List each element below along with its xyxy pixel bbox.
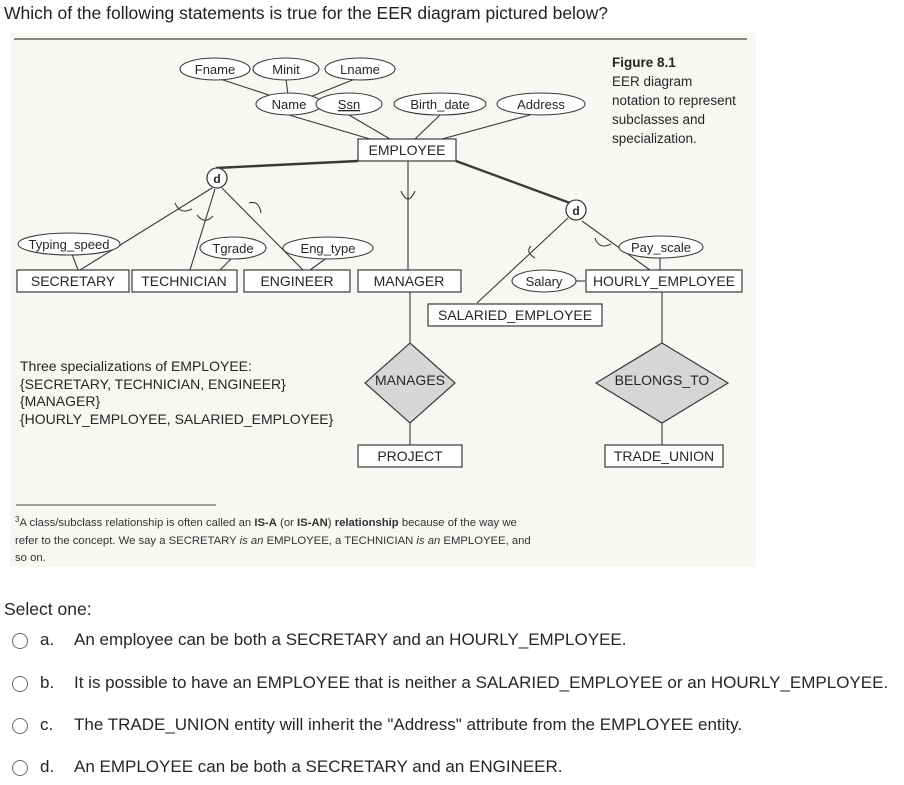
figure-caption-line: specialization. <box>612 131 697 146</box>
option-text[interactable]: An EMPLOYEE can be both a SECRETARY and … <box>74 757 563 776</box>
entity-technician: TECHNICIAN <box>141 273 227 289</box>
attr-salary: Salary <box>526 274 563 289</box>
attr-ssn: Ssn <box>338 97 360 112</box>
attr-minit-oval <box>252 57 320 81</box>
relationship-belongs-to-diamond <box>594 342 730 424</box>
attr-lname: Lname <box>340 62 380 77</box>
disjoint-circle-right <box>565 199 587 221</box>
entity-hourly-employee: HOURLY_EMPLOYEE <box>593 273 735 289</box>
entity-secretary-box <box>16 269 130 293</box>
radio-button-c[interactable] <box>12 718 28 734</box>
attr-ssn-oval <box>315 92 383 116</box>
select-one-label: Select one: <box>4 599 92 619</box>
footnote-line-2: refer to the concept. We say a SECRETARY… <box>15 535 531 547</box>
entity-hourly-employee-box <box>585 269 743 293</box>
relationship-manages: MANAGES <box>375 372 445 388</box>
attr-fname: Fname <box>195 62 235 77</box>
attr-eng-type: Eng_type <box>301 241 356 256</box>
specializations-note-line: {SECRETARY, TECHNICIAN, ENGINEER} <box>20 376 286 392</box>
attr-pay-scale-oval <box>618 235 704 259</box>
figure-caption-line: notation to represent <box>612 93 736 108</box>
attr-minit: Minit <box>272 62 300 77</box>
entity-salaried-employee-box <box>427 303 603 327</box>
figure-caption-title: Figure 8.1 <box>612 55 676 70</box>
attr-birth-date-oval <box>393 92 487 116</box>
entity-manager: MANAGER <box>374 273 445 289</box>
specializations-note-line: Three specializations of EMPLOYEE: <box>20 358 252 374</box>
disjoint-label-left: d <box>213 172 220 186</box>
attr-name: Name <box>272 97 307 112</box>
entity-project: PROJECT <box>377 448 443 464</box>
relationship-belongs-to: BELONGS_TO <box>615 372 710 388</box>
question-text: Which of the following statements is tru… <box>4 3 609 23</box>
entity-employee: EMPLOYEE <box>368 142 445 158</box>
radio-button-d[interactable] <box>12 760 28 776</box>
entity-technician-box <box>131 269 238 293</box>
entity-manager-box <box>357 269 462 293</box>
entity-employee-box <box>357 138 457 162</box>
footnote-line-3: so on. <box>15 552 46 564</box>
attr-address-oval <box>496 92 586 116</box>
entity-secretary: SECRETARY <box>31 273 116 289</box>
option-text[interactable]: It is possible to have an EMPLOYEE that … <box>74 673 889 692</box>
option-letter: b. <box>40 673 55 692</box>
option-letter: c. <box>40 715 54 734</box>
specializations-note-line: {MANAGER} <box>20 393 100 409</box>
entity-trade-union: TRADE_UNION <box>614 448 714 464</box>
option-letter: d. <box>40 757 55 776</box>
attr-birth-date: Birth_date <box>410 97 469 112</box>
attr-tgrade: Tgrade <box>212 241 253 256</box>
attr-lname-oval <box>324 57 396 81</box>
disjoint-label-right: d <box>572 204 579 218</box>
attr-fname-oval <box>179 57 251 81</box>
entity-trade-union-box <box>604 444 724 468</box>
relationship-manages-diamond <box>364 342 456 424</box>
option-text[interactable]: The TRADE_UNION entity will inherit the … <box>74 715 743 734</box>
specializations-note-line: {HOURLY_EMPLOYEE, SALARIED_EMPLOYEE} <box>20 411 334 427</box>
option-d[interactable]: d. An EMPLOYEE can be both a SECRETARY a… <box>12 755 902 785</box>
attr-typing-speed-oval <box>17 232 121 256</box>
eer-diagram-figure: Fname Minit Lname Name Ssn Birth_date Ad… <box>10 33 756 567</box>
entity-engineer: ENGINEER <box>260 273 333 289</box>
option-b[interactable]: b. It is possible to have an EMPLOYEE th… <box>12 671 902 701</box>
radio-button-a[interactable] <box>12 633 28 649</box>
option-text[interactable]: An employee can be both a SECRETARY and … <box>74 630 627 649</box>
option-a[interactable]: a. An employee can be both a SECRETARY a… <box>12 628 902 658</box>
attr-salary-oval <box>511 269 577 293</box>
figure-caption-line: EER diagram <box>612 74 692 89</box>
attr-typing-speed: Typing_speed <box>29 237 110 252</box>
attr-tgrade-oval <box>199 236 267 260</box>
option-letter: a. <box>40 630 55 649</box>
disjoint-circle-left <box>206 167 228 189</box>
attr-pay-scale: Pay_scale <box>631 240 691 255</box>
entity-project-box <box>357 444 463 468</box>
attr-address: Address <box>517 97 565 112</box>
figure-caption-line: subclasses and <box>612 112 705 127</box>
attr-eng-type-oval <box>282 236 374 260</box>
eer-diagram: Fname Minit Lname Name Ssn Birth_date Ad… <box>14 38 747 564</box>
footnote-line-1: 3A class/subclass relationship is often … <box>15 515 517 529</box>
entity-salaried-employee: SALARIED_EMPLOYEE <box>438 307 592 323</box>
radio-button-b[interactable] <box>12 676 28 692</box>
entity-engineer-box <box>243 269 351 293</box>
option-c[interactable]: c. The TRADE_UNION entity will inherit t… <box>12 713 902 743</box>
